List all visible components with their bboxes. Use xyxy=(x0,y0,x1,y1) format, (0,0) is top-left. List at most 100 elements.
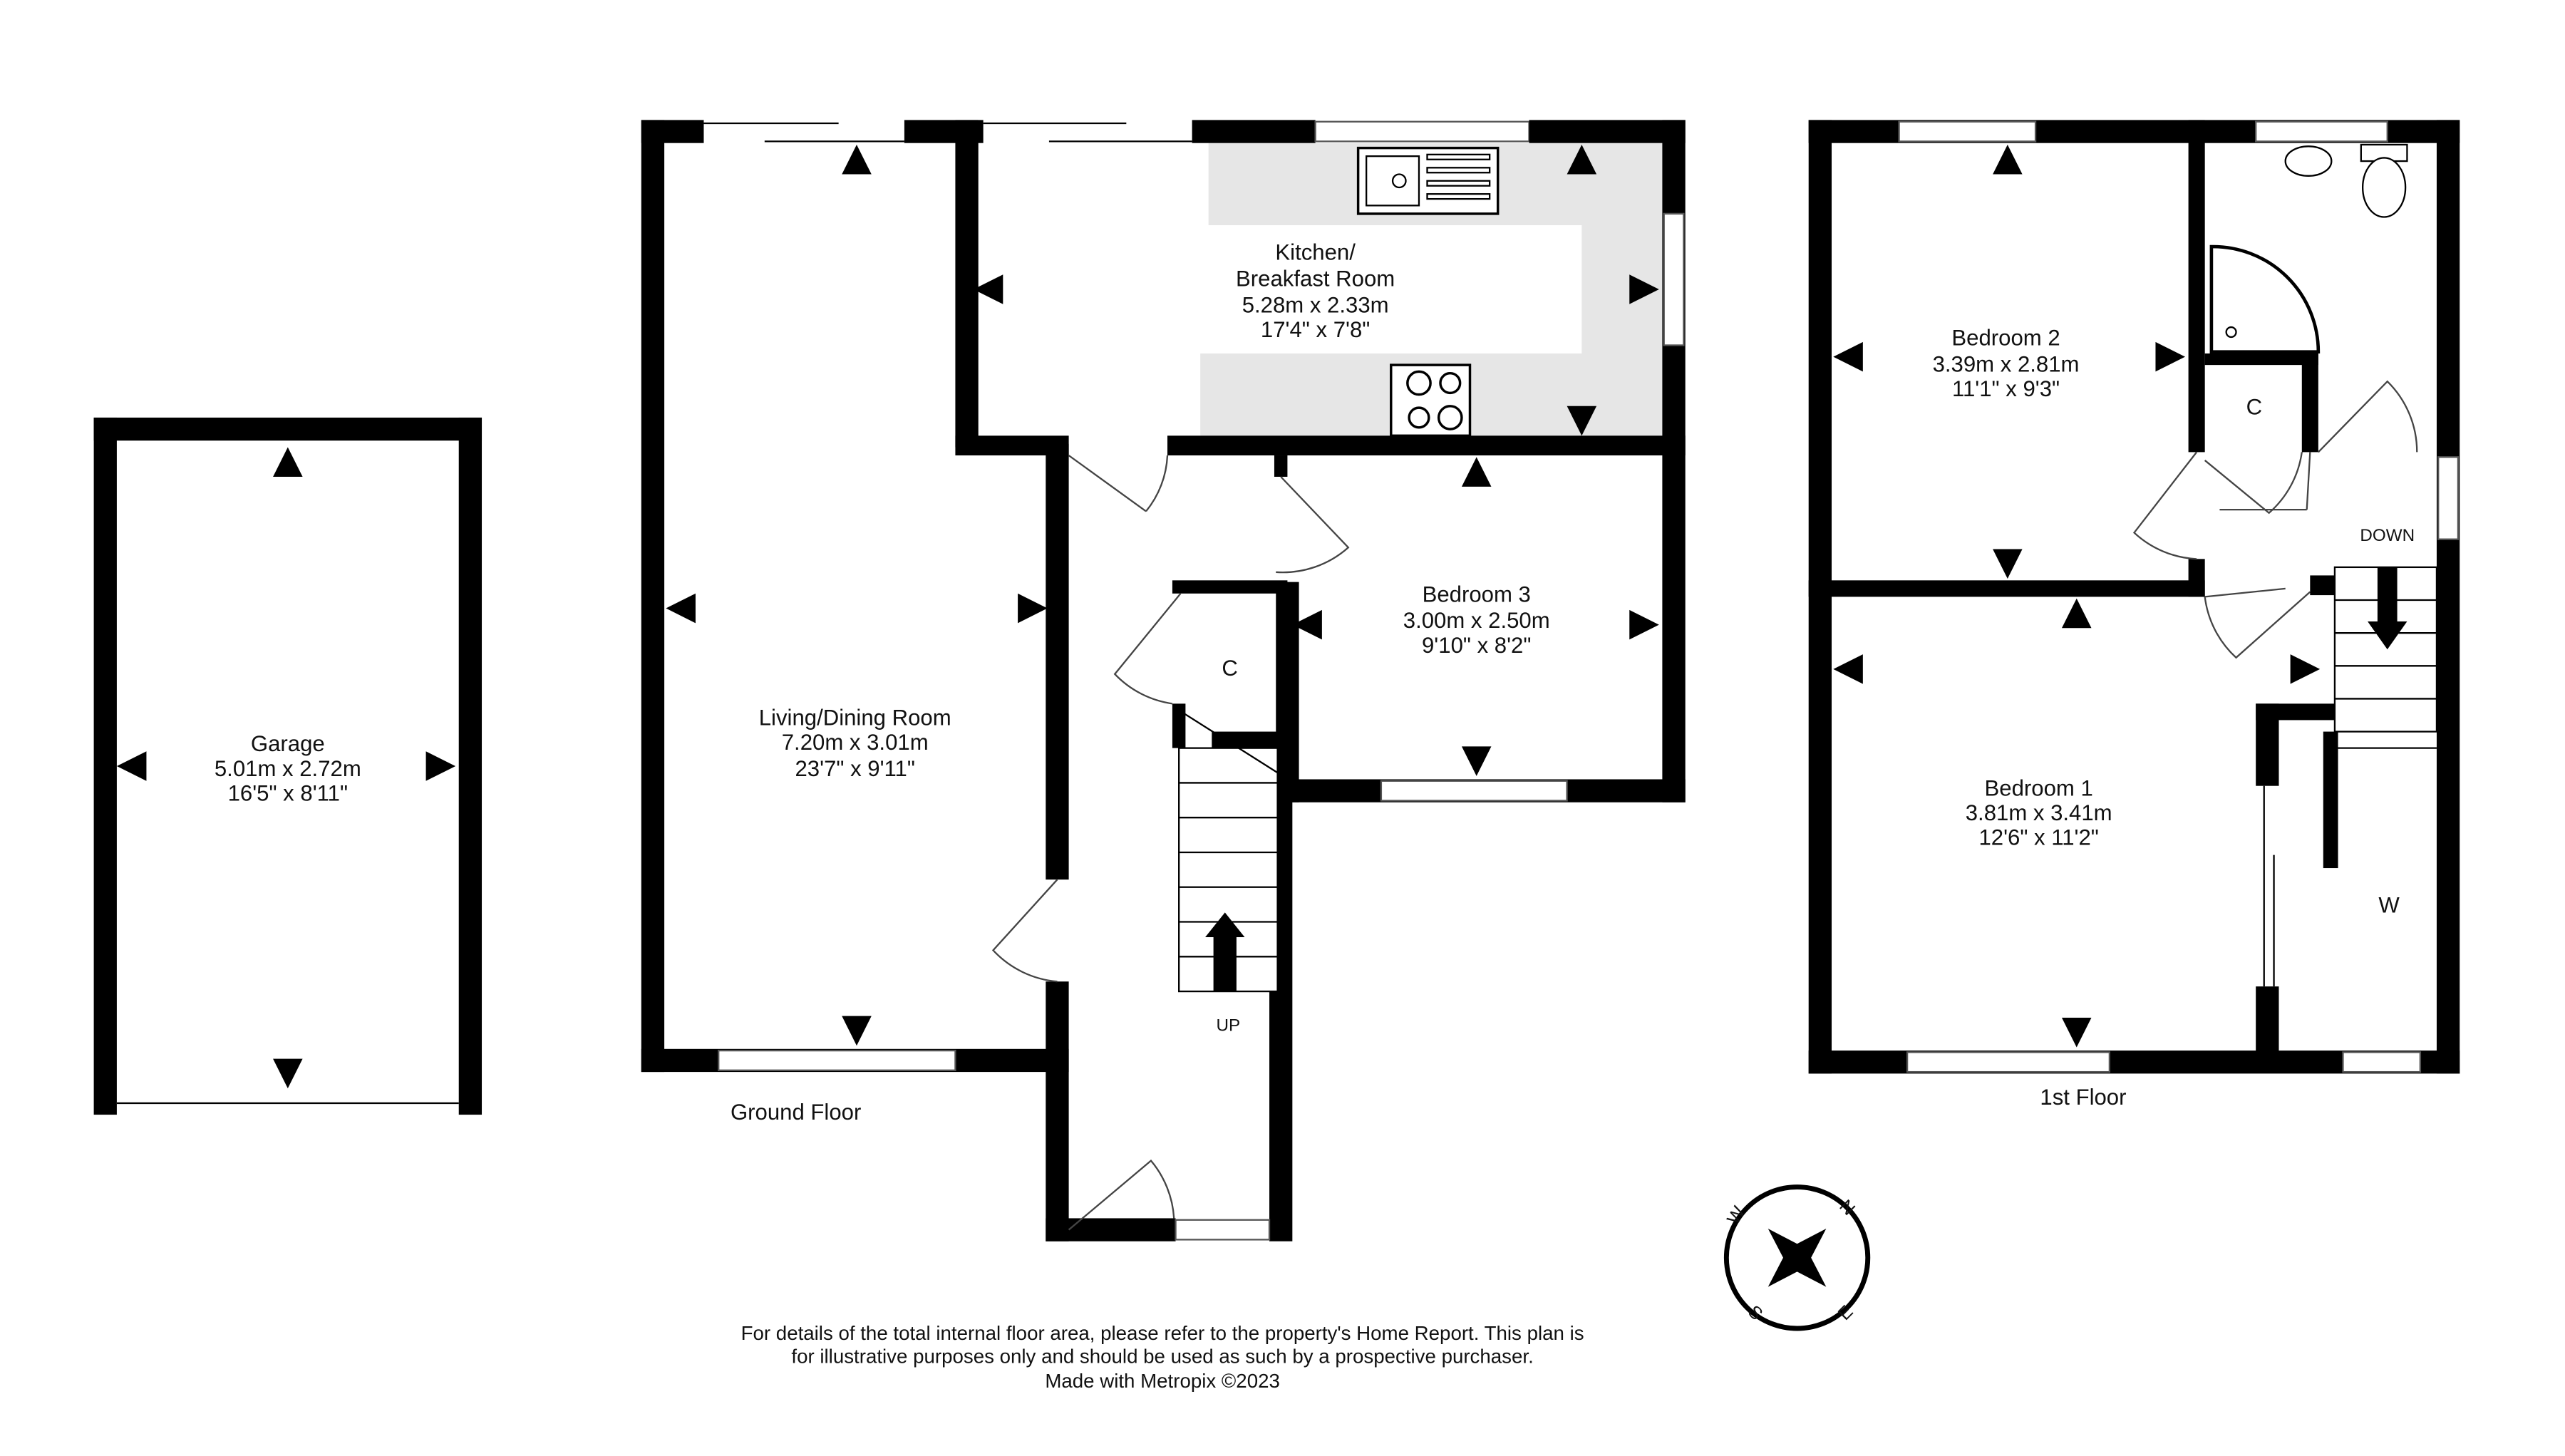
toilet-icon xyxy=(2360,143,2408,218)
basin-icon xyxy=(2284,145,2333,177)
dimension-arrow-icon xyxy=(973,274,1003,304)
dimension-arrow-icon xyxy=(1833,654,1863,684)
wall xyxy=(955,120,979,448)
dimension-arrow-icon xyxy=(1629,274,1659,304)
window xyxy=(2437,456,2460,540)
room-name: Living/Dining Room xyxy=(759,705,951,730)
stairs-up-arrow-icon xyxy=(1205,912,1245,992)
dimension-arrow-icon xyxy=(1993,549,2023,579)
wall xyxy=(2256,986,2279,1060)
stairs-down-label: DOWN xyxy=(2360,526,2415,545)
dimension-arrow-icon xyxy=(1018,593,1048,624)
wall xyxy=(1529,120,1686,143)
door xyxy=(1068,455,1169,512)
dimension-arrow-icon xyxy=(1567,145,1597,175)
front-door xyxy=(1175,1219,1271,1241)
dimension-arrow-icon xyxy=(1292,609,1322,640)
room-metric: 7.20m x 3.01m xyxy=(782,730,929,755)
wall xyxy=(2204,353,2318,366)
room-name: Bedroom 2 xyxy=(1951,325,2060,350)
wall xyxy=(1046,1218,1176,1241)
shower-drain xyxy=(2225,326,2237,339)
window xyxy=(1898,120,2037,143)
dimension-arrow-icon xyxy=(2061,598,2092,629)
window xyxy=(718,1049,956,1071)
wall xyxy=(2188,559,2205,597)
room-metric: 5.01m x 2.72m xyxy=(215,756,361,781)
dimension-arrow-icon xyxy=(842,1016,872,1046)
room-name: Garage xyxy=(251,731,325,756)
wall xyxy=(1172,580,1288,594)
dimension-arrow-icon xyxy=(1461,746,1492,776)
wall xyxy=(2323,731,2338,869)
wall xyxy=(1212,731,1288,748)
room-imperial: 16'5" x 8'11" xyxy=(228,780,348,805)
room-imperial: 23'7" x 9'11" xyxy=(795,756,915,781)
wall xyxy=(93,417,482,441)
wall xyxy=(458,417,482,1115)
disclaimer-line: For details of the total internal floor … xyxy=(741,1322,1584,1344)
room-name: Kitchen/ xyxy=(1275,239,1356,264)
room-imperial: 11'1" x 9'3" xyxy=(1952,376,2060,401)
dimension-arrow-icon xyxy=(2155,341,2185,372)
first-floor: DOWN W C Bedroom 2 3.39m x 2.81m 11'1" x… xyxy=(1808,120,2460,1110)
dimension-arrow-icon xyxy=(1833,341,1863,372)
compass-icon: N E S W xyxy=(1723,1184,1871,1331)
room-name: Breakfast Room xyxy=(1236,266,1395,291)
hob-icon xyxy=(1390,363,1472,438)
wall xyxy=(2310,575,2335,596)
stairs-down-arrow-icon xyxy=(2368,567,2407,650)
ground-floor: UP C Kitchen/ Breakfast Room 5.28m x 2.3… xyxy=(641,120,1686,1241)
room-metric: 5.28m x 2.33m xyxy=(1242,292,1389,317)
shower-icon xyxy=(2209,244,2321,353)
floor-label: Ground Floor xyxy=(731,1100,861,1125)
disclaimer-line: Made with Metropix ©2023 xyxy=(1045,1370,1280,1392)
dimension-arrow-icon xyxy=(2290,654,2321,684)
wall xyxy=(1167,435,1686,456)
dimension-arrow-icon xyxy=(273,1058,303,1089)
stairs-up-label: UP xyxy=(1217,1016,1241,1035)
window xyxy=(1314,120,1530,143)
door xyxy=(991,879,1058,983)
door xyxy=(2204,452,2303,515)
room-imperial: 17'4" x 7'8" xyxy=(1261,317,1370,342)
room-imperial: 12'6" x 11'2" xyxy=(1978,825,2098,850)
window xyxy=(1380,780,1568,802)
door xyxy=(1276,476,1350,574)
room-imperial: 9'10" x 8'2" xyxy=(1422,633,1531,658)
floor-label: 1st Floor xyxy=(2040,1085,2126,1110)
wall xyxy=(1172,703,1186,748)
wall xyxy=(1046,443,1069,880)
dimension-arrow-icon xyxy=(2061,1017,2092,1048)
window xyxy=(2255,120,2388,143)
room-metric: 3.00m x 2.50m xyxy=(1403,608,1550,633)
dimension-arrow-icon xyxy=(1567,406,1597,436)
sink-icon xyxy=(1356,146,1500,215)
door xyxy=(1068,1160,1175,1231)
kitchen-counter xyxy=(1200,143,1663,436)
wall xyxy=(1274,455,1288,477)
dimension-arrow-icon xyxy=(1993,145,2023,175)
window xyxy=(1663,212,1685,346)
garage: Garage 5.01m x 2.72m 16'5" x 8'11" xyxy=(93,417,482,1115)
wall xyxy=(1046,981,1069,1241)
door xyxy=(1113,593,1182,705)
room-metric: 3.39m x 2.81m xyxy=(1933,351,2080,376)
dimension-arrow-icon xyxy=(116,751,147,781)
cupboard-label: C xyxy=(1222,656,1237,681)
dimension-arrow-icon xyxy=(1629,609,1659,640)
door xyxy=(2204,587,2311,659)
wall xyxy=(2301,353,2318,453)
room-name: Bedroom 1 xyxy=(1985,776,2093,801)
wall xyxy=(1276,582,1299,802)
door xyxy=(2132,451,2198,560)
dimension-arrows xyxy=(116,145,2321,1089)
disclaimer-line: for illustrative purposes only and shoul… xyxy=(791,1345,1533,1367)
dimension-arrow-icon xyxy=(842,145,872,175)
dimension-arrow-icon xyxy=(273,447,303,477)
wall xyxy=(93,417,117,1115)
door xyxy=(2318,380,2418,453)
room-metric: 3.81m x 3.41m xyxy=(1966,800,2112,825)
wall xyxy=(1808,580,2205,597)
